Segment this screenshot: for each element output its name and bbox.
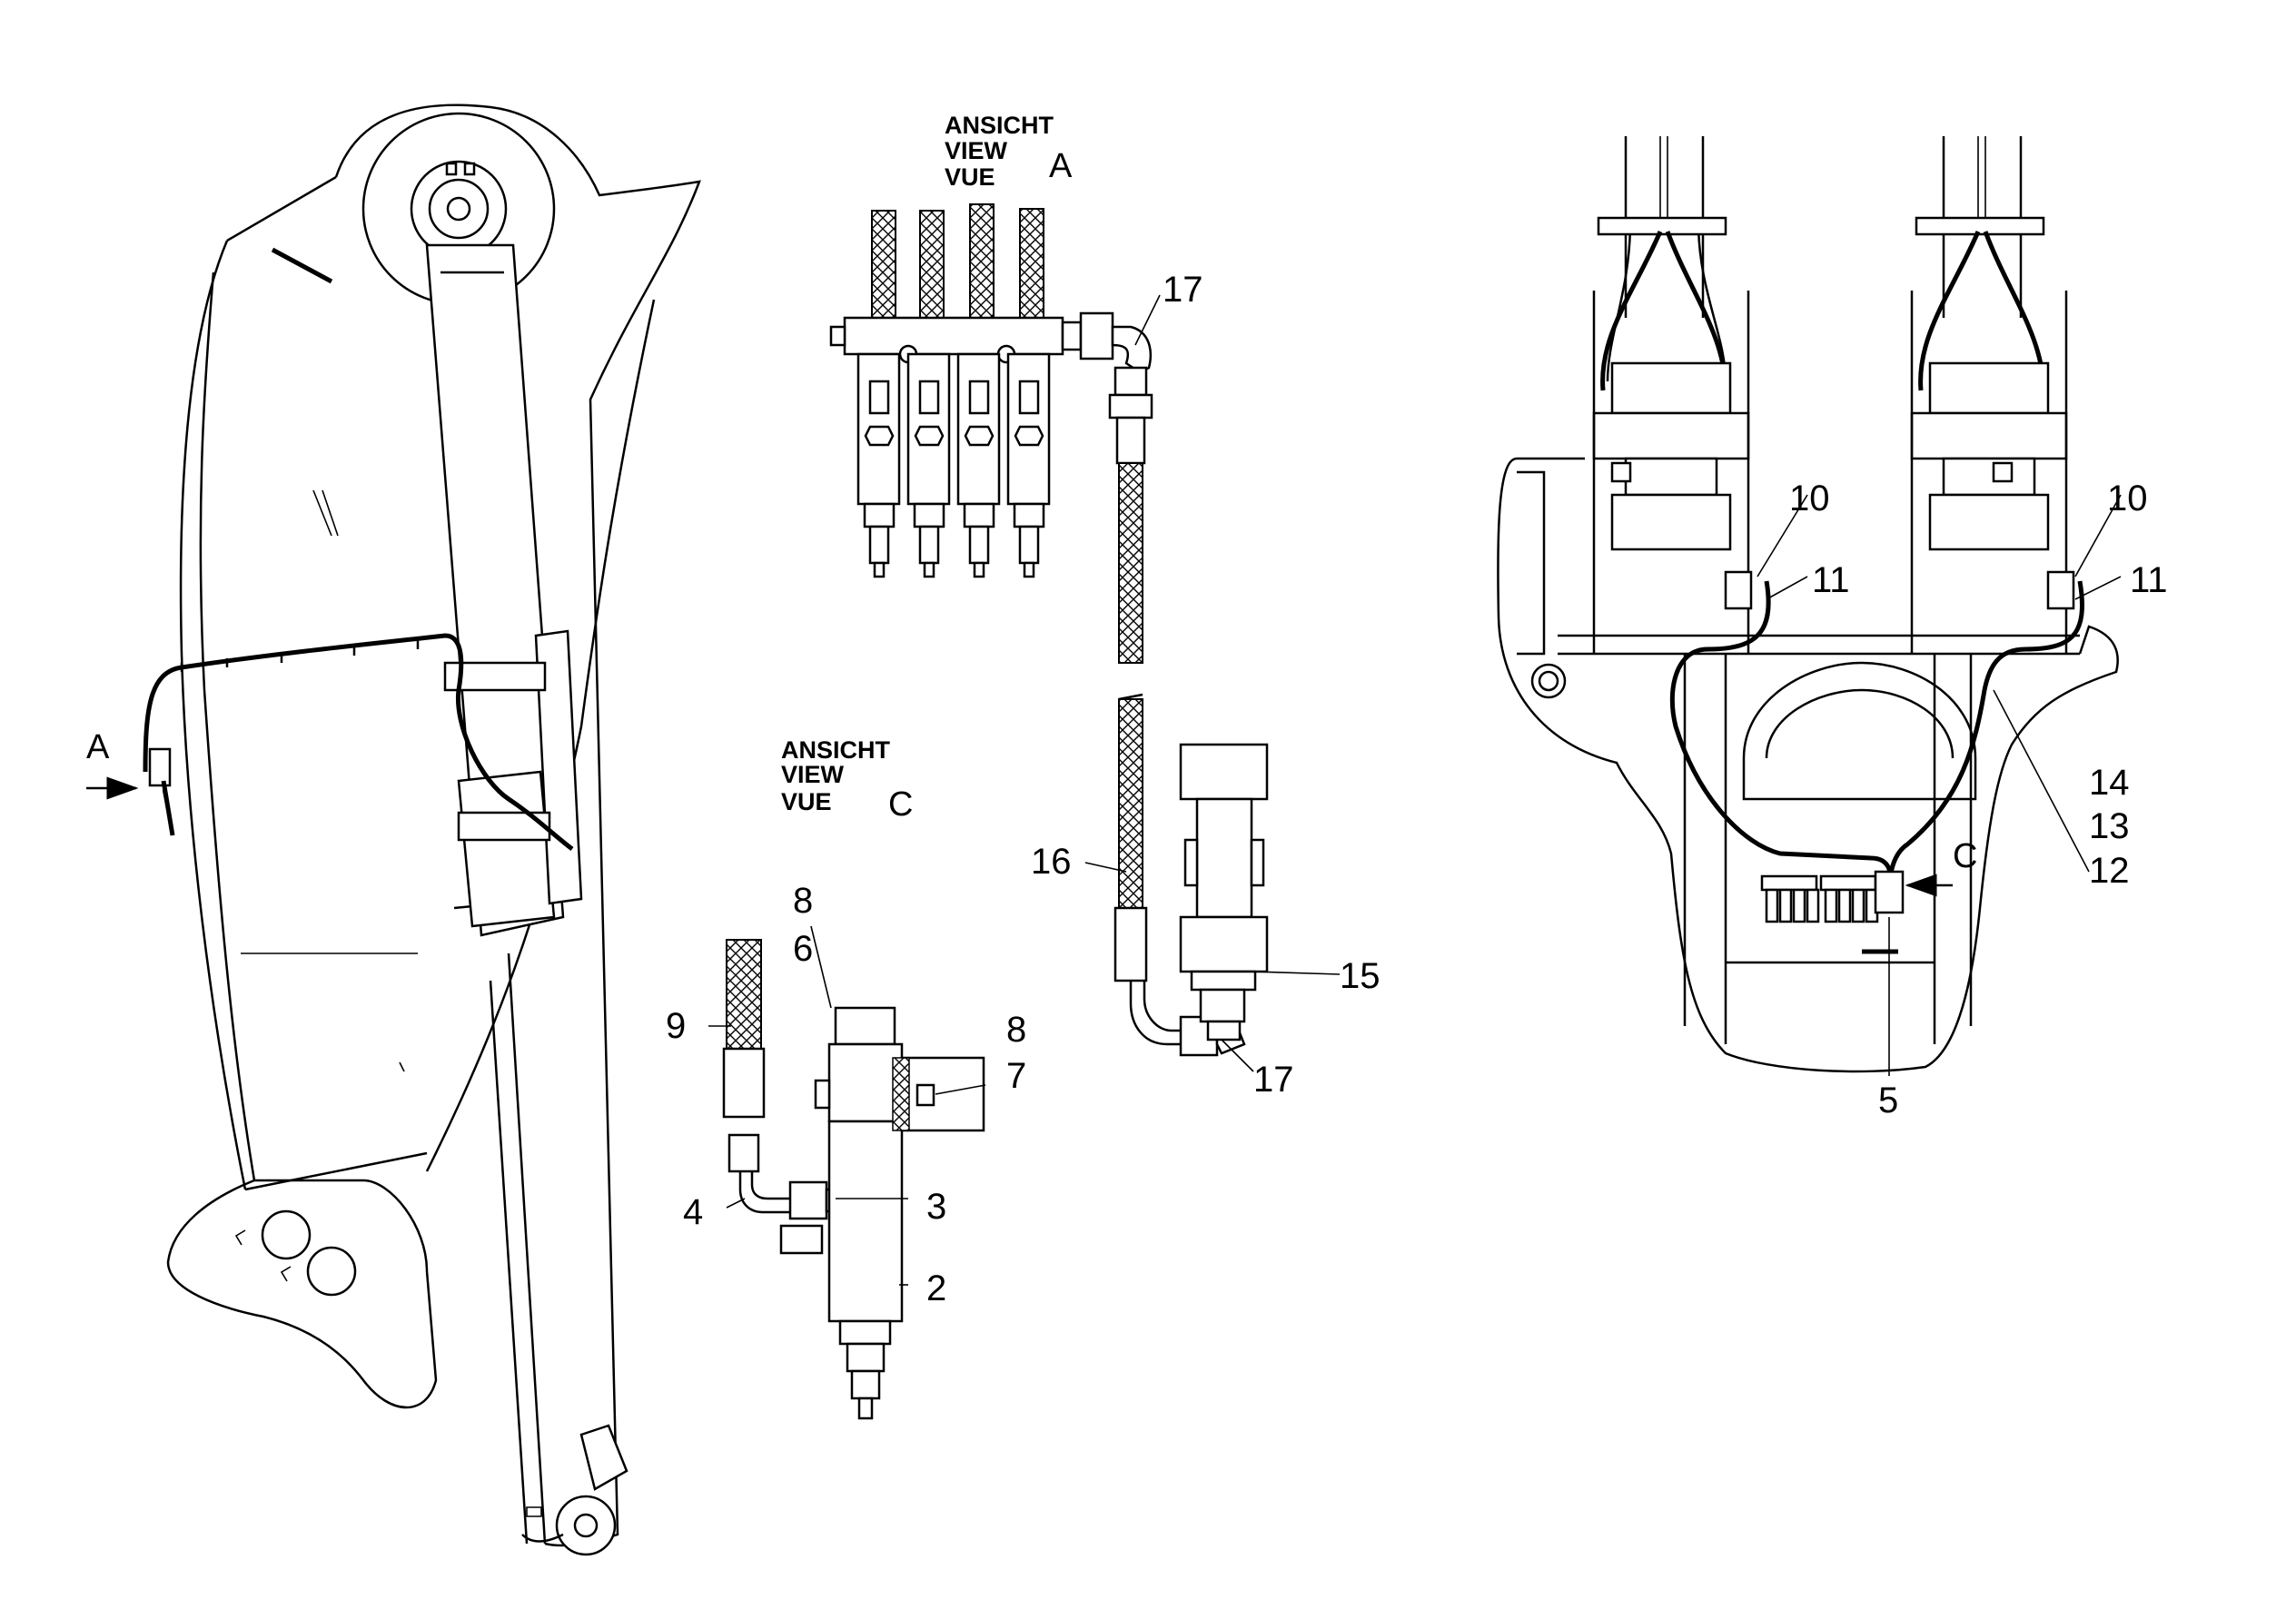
callout-3: 3 xyxy=(926,1187,946,1227)
view-a-letter: A xyxy=(1049,147,1073,185)
view-c-line1: ANSICHT xyxy=(781,736,891,764)
pin-hole-1 xyxy=(261,1209,312,1260)
callout-15: 15 xyxy=(1340,956,1381,996)
callout-numbers: 17 16 15 17 8 6 9 8 7 4 3 2 10 11 10 11 … xyxy=(666,270,2168,1308)
callout-17-bottom: 17 xyxy=(1253,1060,1294,1100)
base-top-view xyxy=(1497,136,2119,1073)
callout-10-right: 10 xyxy=(2107,479,2148,518)
callout-12: 12 xyxy=(2089,851,2130,891)
hydraulic-cylinder xyxy=(425,243,565,937)
callout-2: 2 xyxy=(926,1268,946,1308)
view-c-valve xyxy=(722,939,985,1420)
view-a-line3: VUE xyxy=(945,163,995,191)
callout-7: 7 xyxy=(1006,1056,1026,1096)
callout-13: 13 xyxy=(2089,806,2130,846)
callout-14: 14 xyxy=(2089,763,2130,803)
view-a-arrow-label: A xyxy=(86,728,110,766)
callout-16: 16 xyxy=(1031,842,1072,882)
callout-17-top: 17 xyxy=(1163,270,1203,310)
callout-8-right: 8 xyxy=(1006,1010,1026,1050)
callout-4: 4 xyxy=(683,1192,703,1232)
view-a-line1: ANSICHT xyxy=(945,112,1054,139)
view-c-line3: VUE xyxy=(781,788,832,815)
view-a-arrow: A xyxy=(86,728,139,800)
view-a-distributor xyxy=(829,203,1153,664)
hose-16-assembly xyxy=(1113,693,1269,1057)
leader-lines xyxy=(708,294,2122,1286)
callout-10-left: 10 xyxy=(1789,479,1830,518)
callout-11-right: 11 xyxy=(2130,560,2168,600)
view-c-arrow-label: C xyxy=(1953,837,1977,875)
view-c-letter: C xyxy=(888,785,913,824)
callout-11-left: 11 xyxy=(1812,560,1850,600)
view-c-title: ANSICHT VIEW VUE C xyxy=(781,736,913,824)
view-c-arrow: C xyxy=(1905,837,1977,897)
callout-5: 5 xyxy=(1878,1081,1898,1120)
callout-9: 9 xyxy=(666,1006,686,1046)
view-a-line2: VIEW xyxy=(945,137,1008,164)
callout-8-top: 8 xyxy=(793,881,813,921)
pin-hole-2 xyxy=(306,1246,357,1297)
view-a-title: ANSICHT VIEW VUE A xyxy=(945,112,1073,191)
callout-6: 6 xyxy=(793,929,813,969)
boom-assembly xyxy=(143,104,701,1556)
view-c-line2: VIEW xyxy=(781,761,845,788)
